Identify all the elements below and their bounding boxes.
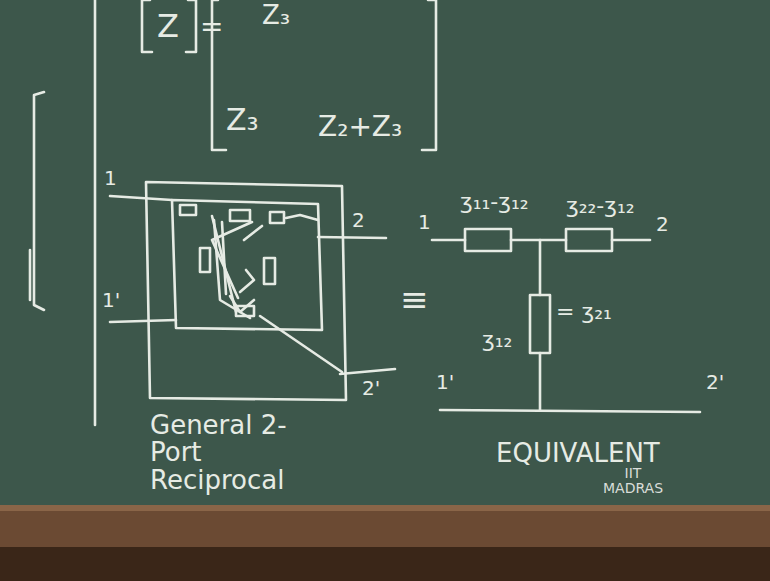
wire bbox=[286, 215, 318, 220]
bracket bbox=[34, 92, 44, 310]
wire bbox=[244, 226, 262, 240]
wire bbox=[214, 220, 250, 318]
caption-text: EQUIVALENT bbox=[496, 440, 660, 467]
port-number: 1' bbox=[436, 372, 454, 393]
resistor-symbol bbox=[230, 210, 250, 221]
impedance-label: ʒ₁₂ bbox=[482, 328, 512, 351]
port-number: 1 bbox=[418, 212, 431, 233]
chalk-ledge bbox=[0, 505, 770, 511]
resistor-symbol bbox=[200, 248, 210, 272]
chalk-ledge bbox=[0, 547, 770, 581]
bracket bbox=[422, 0, 436, 150]
caption-text: General 2-Port Reciprocal bbox=[150, 412, 320, 494]
port-wire bbox=[110, 320, 176, 322]
resistor-symbol bbox=[270, 212, 284, 223]
port-number: 2' bbox=[362, 378, 380, 399]
bracket bbox=[186, 0, 196, 52]
impedance-box bbox=[530, 295, 550, 353]
equals-sign: = bbox=[200, 12, 223, 41]
bracket bbox=[29, 250, 32, 300]
port-number: 2' bbox=[706, 372, 724, 393]
two-port-box bbox=[146, 182, 346, 400]
impedance-box bbox=[465, 229, 511, 251]
matrix-entry: Z₂+Z₃ bbox=[318, 112, 402, 141]
chalk-mark bbox=[30, 0, 700, 425]
impedance-label: ʒ₂₂-ʒ₁₂ bbox=[566, 194, 635, 217]
port-number: 2 bbox=[656, 214, 669, 235]
port-number: 1 bbox=[104, 168, 117, 189]
resistor-symbol bbox=[264, 258, 275, 284]
impedance-label: ʒ₁₁-ʒ₁₂ bbox=[460, 190, 529, 213]
wire bbox=[432, 239, 465, 242]
chalk-ledge bbox=[0, 505, 770, 547]
equivalence-sign: ≡ bbox=[400, 282, 429, 318]
wire bbox=[539, 240, 542, 295]
matrix-symbol: Z bbox=[157, 10, 179, 44]
matrix-entry: Z₃ bbox=[262, 2, 290, 29]
port-number: 2 bbox=[352, 210, 365, 231]
port-wire bbox=[110, 196, 172, 200]
port-wire bbox=[340, 369, 395, 374]
resistor-symbol bbox=[180, 205, 196, 215]
wire bbox=[240, 270, 254, 292]
matrix-entry: Z₃ bbox=[226, 104, 259, 136]
port-number: 1' bbox=[102, 290, 120, 311]
wire bbox=[612, 239, 650, 242]
wire bbox=[222, 222, 226, 294]
wire bbox=[440, 410, 700, 412]
network-outline bbox=[172, 200, 322, 330]
watermark: IIT MADRAS bbox=[598, 466, 668, 495]
divider-line bbox=[94, 0, 97, 425]
impedance-label: = ʒ₂₁ bbox=[556, 300, 612, 323]
arrow-mark bbox=[230, 296, 254, 312]
bracket bbox=[142, 0, 152, 52]
wire bbox=[511, 239, 566, 242]
impedance-box bbox=[566, 229, 612, 251]
wire bbox=[539, 353, 542, 410]
port-wire bbox=[318, 237, 386, 238]
wire bbox=[260, 316, 342, 372]
